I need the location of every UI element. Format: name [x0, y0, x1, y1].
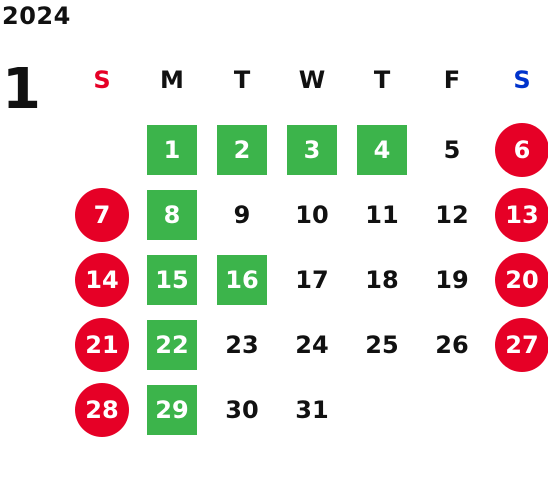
calendar-day: 12 — [435, 201, 469, 229]
calendar-day: 18 — [365, 266, 399, 294]
calendar-day: 21 — [75, 318, 129, 372]
calendar-day: 31 — [295, 396, 329, 424]
calendar-day: 17 — [295, 266, 329, 294]
weekday-mon: M — [160, 66, 184, 94]
calendar-year: 2024 — [2, 2, 71, 30]
calendar-day: 1 — [147, 125, 197, 175]
calendar-day: 22 — [147, 320, 197, 370]
calendar-day: 7 — [75, 188, 129, 242]
calendar-day: 25 — [365, 331, 399, 359]
calendar-day: 6 — [495, 123, 548, 177]
calendar-day: 4 — [357, 125, 407, 175]
weekday-sat: S — [513, 66, 531, 94]
calendar-day: 20 — [495, 253, 548, 307]
calendar-day: 19 — [435, 266, 469, 294]
calendar-day: 24 — [295, 331, 329, 359]
calendar-day: 30 — [225, 396, 259, 424]
calendar-day: 16 — [217, 255, 267, 305]
calendar-day: 8 — [147, 190, 197, 240]
calendar-day: 15 — [147, 255, 197, 305]
calendar-day: 27 — [495, 318, 548, 372]
calendar-day: 13 — [495, 188, 548, 242]
weekday-fri: F — [443, 66, 461, 94]
calendar-day: 5 — [443, 136, 461, 164]
calendar-day: 28 — [75, 383, 129, 437]
weekday-thu: T — [373, 66, 391, 94]
calendar-day: 26 — [435, 331, 469, 359]
calendar-day: 29 — [147, 385, 197, 435]
calendar-day: 23 — [225, 331, 259, 359]
calendar-day: 2 — [217, 125, 267, 175]
calendar-day: 10 — [295, 201, 329, 229]
calendar-day: 11 — [365, 201, 399, 229]
calendar-day: 9 — [233, 201, 251, 229]
weekday-wed: W — [298, 66, 326, 94]
calendar-month: 1 — [2, 57, 41, 122]
weekday-sun: S — [93, 66, 111, 94]
weekday-tue: T — [233, 66, 251, 94]
calendar-day: 14 — [75, 253, 129, 307]
calendar-day: 3 — [287, 125, 337, 175]
